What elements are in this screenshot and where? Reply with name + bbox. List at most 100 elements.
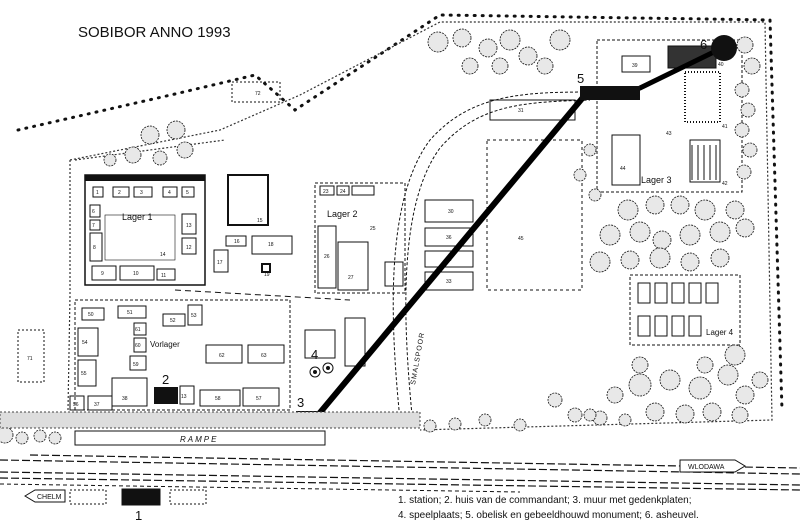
tree <box>735 385 755 405</box>
tree <box>583 408 597 422</box>
outlying-buildings: 71 72 <box>17 81 281 383</box>
building-label: 44 <box>620 166 626 172</box>
building-label: 1 <box>96 190 99 196</box>
building-label: 38 <box>122 396 128 402</box>
tree <box>735 218 755 238</box>
tree <box>617 199 639 221</box>
tree <box>659 369 681 391</box>
lager2-enclosure: 23 24 26 27 25 Lager 2 <box>314 182 406 294</box>
building-label: 41 <box>722 124 728 130</box>
tree <box>736 164 752 180</box>
tree <box>491 57 509 75</box>
tree <box>680 252 700 272</box>
area-label-lager3: Lager 3 <box>641 175 672 185</box>
chelm-label: CHELM <box>37 494 62 501</box>
tree <box>0 426 14 444</box>
building-label: 50 <box>88 312 94 318</box>
tree <box>513 418 527 432</box>
tree <box>649 247 671 269</box>
area-label-lager1: Lager 1 <box>122 212 153 222</box>
tree <box>652 230 672 250</box>
building-label: 52 <box>170 318 176 324</box>
vorlager-enclosure: 50 51 52 53 54 55 56 37 38 13 58 57 61 6… <box>69 299 291 411</box>
tree <box>461 57 479 75</box>
building-label: 9 <box>101 271 104 277</box>
building-label: 31 <box>518 108 524 114</box>
tree <box>448 417 462 431</box>
camp-fence <box>67 21 773 431</box>
tree <box>478 38 498 58</box>
tree <box>573 168 587 182</box>
tree <box>124 146 142 164</box>
tree <box>166 120 186 140</box>
building-label: 56 <box>73 402 79 408</box>
tree <box>736 36 754 54</box>
building-label: 33 <box>446 279 452 285</box>
marker-ash-mound: 6 <box>700 37 707 52</box>
building-label: 43 <box>666 131 672 137</box>
building-label: 26 <box>324 254 330 260</box>
building-label: 40 <box>718 62 724 68</box>
tree-clusters <box>0 28 769 445</box>
building-label: 18 <box>268 242 274 248</box>
tree <box>567 407 583 423</box>
tree <box>702 402 722 422</box>
tree <box>734 122 750 138</box>
tree <box>599 224 621 246</box>
building-label: 27 <box>348 275 354 281</box>
tree <box>547 392 563 408</box>
tree <box>734 82 750 98</box>
building-label: 3 <box>140 190 143 196</box>
commandant-house <box>154 387 178 404</box>
tree <box>645 402 665 422</box>
area-label-lager4: Lager 4 <box>706 328 734 337</box>
building-label: 4 <box>168 190 171 196</box>
tree <box>696 356 714 374</box>
area-label-vorlager: Vorlager <box>150 340 180 349</box>
building-label: 7 <box>92 223 95 229</box>
tree <box>694 199 716 221</box>
tree <box>140 125 160 145</box>
building-label: 30 <box>448 209 454 215</box>
building-label: 10 <box>133 271 139 277</box>
tree <box>742 142 758 158</box>
tree <box>606 386 624 404</box>
marker-obelisk: 5 <box>577 71 584 86</box>
marker-memorial-wall: 3 <box>297 395 304 410</box>
tree <box>589 251 611 273</box>
tree <box>549 29 571 51</box>
tree <box>670 195 690 215</box>
tree <box>709 221 731 243</box>
building-label: 36 <box>446 235 452 241</box>
building-label: 2 <box>118 190 121 196</box>
building-label: 24 <box>340 189 346 195</box>
tree <box>631 356 649 374</box>
tree <box>499 29 521 51</box>
building-label: 51 <box>127 310 133 316</box>
tree <box>452 28 472 48</box>
ash-mound <box>711 35 737 61</box>
building-label: 61 <box>135 327 141 333</box>
tree <box>478 413 492 427</box>
building-label: 42 <box>722 181 728 187</box>
tree <box>423 419 437 433</box>
tree <box>427 31 449 53</box>
marker-playground: 4 <box>311 347 318 362</box>
building-label: 13 <box>186 223 192 229</box>
tree <box>675 404 695 424</box>
lager1-enclosure: 1 2 3 4 5 6 7 8 9 10 11 12 13 14 Lager 1 <box>84 174 206 286</box>
building-label: 57 <box>256 396 262 402</box>
legend-line-1: 1. station; 2. huis van de commandant; 3… <box>398 495 692 506</box>
building-label: 15 <box>257 218 263 224</box>
building-label: 6 <box>92 209 95 215</box>
tree <box>588 188 602 202</box>
tree <box>152 150 168 166</box>
building-label: 13 <box>181 394 187 400</box>
obelisk-monument <box>580 86 640 100</box>
building-label: 39 <box>632 63 638 69</box>
building-label: 63 <box>261 353 267 359</box>
building-label: 53 <box>191 313 197 319</box>
tree <box>620 250 640 270</box>
area-label-lager2: Lager 2 <box>327 209 358 219</box>
